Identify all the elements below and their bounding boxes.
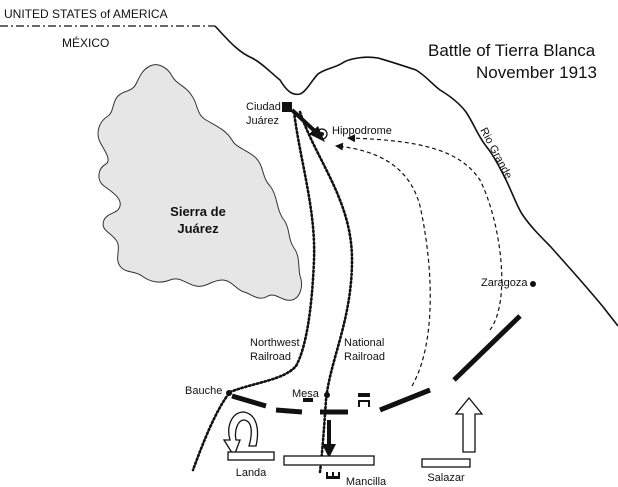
border-label-usa: UNITED STATES of AMERICA [4, 7, 168, 21]
front-line-segment [379, 387, 431, 413]
landa-label: Landa [236, 467, 267, 479]
mancilla-attack-arrowhead [322, 444, 336, 458]
national-railroad-label-line-1: National [344, 337, 384, 349]
artillery-symbol [358, 393, 370, 407]
retreat-arrow-west [335, 142, 431, 387]
ciudad-juarez-label-line-1: Ciudad [246, 101, 281, 113]
mancilla-unit-box [283, 455, 375, 466]
artillery-symbol [303, 398, 313, 402]
landa-unit-box [227, 451, 275, 461]
landa-maneuver-arrow [222, 411, 259, 458]
bauche-marker [226, 390, 232, 396]
bauche-label: Bauche [185, 385, 222, 397]
front-line-segment [275, 407, 303, 415]
front-line-segment [231, 393, 267, 409]
mancilla-label: Mancilla [346, 476, 387, 487]
salazar-advance-arrow [454, 396, 484, 453]
zaragoza-marker [530, 281, 536, 287]
ciudad-juarez-marker [282, 102, 292, 112]
map-title-line-1: Battle of Tierra Blanca [428, 41, 596, 60]
river-label: Rio Grande [477, 126, 514, 181]
northwest-railroad [191, 110, 316, 472]
salazar-label: Salazar [427, 472, 465, 484]
front-line-segment [452, 314, 522, 382]
ciudad-juarez-label-line-2: Juárez [246, 115, 279, 127]
mesa-marker [324, 392, 330, 398]
retreat-arrow-east [347, 134, 503, 331]
national-railroad [298, 110, 354, 474]
map-title-line-2: November 1913 [476, 63, 597, 82]
hippodrome-label: Hippodrome [332, 125, 392, 137]
artillery-symbol [326, 472, 340, 479]
zaragoza-label: Zaragoza [481, 277, 528, 289]
mesa-label: Mesa [292, 388, 320, 400]
juarez-advance-arrowhead [309, 126, 325, 142]
sierra-de-juarez-mountains [97, 64, 303, 301]
national-railroad-label-line-2: Railroad [344, 351, 385, 363]
front-line [231, 314, 522, 415]
northwest-railroad-label-line-2: Railroad [250, 351, 291, 363]
border-label-mexico: MÉXICO [62, 35, 109, 50]
sierra-label-line-2: Juárez [177, 221, 219, 236]
salazar-unit-box [421, 458, 471, 468]
sierra-label-line-1: Sierra de [170, 204, 226, 219]
northwest-railroad-label-line-1: Northwest [250, 337, 300, 349]
rio-grande-river [214, 25, 618, 327]
